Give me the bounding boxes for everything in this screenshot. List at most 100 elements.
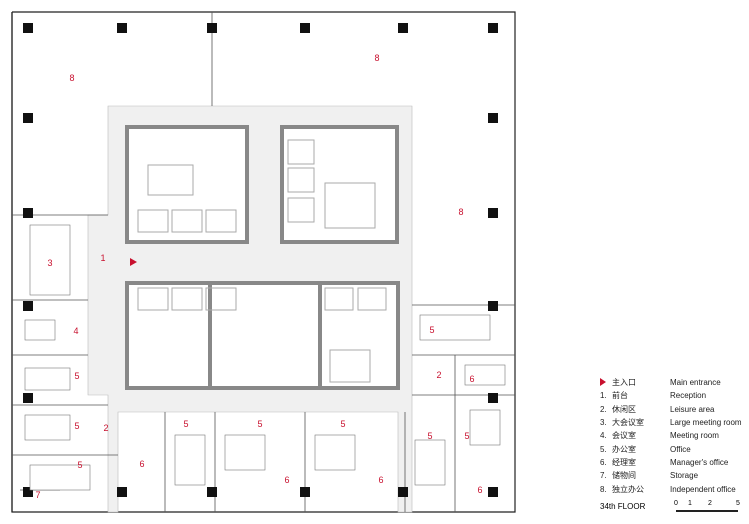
column — [398, 23, 408, 33]
column — [488, 113, 498, 123]
legend-zh: 独立办公 — [612, 484, 644, 494]
desk-group — [29, 224, 71, 296]
column — [117, 487, 127, 497]
legend-num: 7. — [600, 471, 607, 481]
legend-item: 7. 储物间 Storage — [600, 469, 742, 482]
legend-zh: 办公室 — [612, 444, 636, 454]
room-label: 6 — [139, 459, 145, 469]
column — [23, 208, 33, 218]
legend-num: 8. — [600, 484, 607, 494]
legend-en: Main entrance — [670, 378, 721, 388]
legend-num: 2. — [600, 404, 607, 414]
desk-group — [419, 314, 491, 341]
desk-group — [469, 409, 501, 446]
room-label: 6 — [477, 485, 483, 495]
legend-item: 4. 会议室 Meeting room — [600, 429, 742, 442]
legend-zh: 会议室 — [612, 431, 636, 441]
room-label: 5 — [74, 421, 80, 431]
room-label: 8 — [458, 207, 464, 217]
legend-item: 5. 办公室 Office — [600, 442, 742, 455]
desk-group — [29, 464, 91, 491]
room-label: 5 — [429, 325, 435, 335]
room-label: 3 — [47, 258, 53, 268]
scale-tick: 1 — [688, 500, 692, 507]
legend-en: Storage — [670, 471, 699, 481]
column — [300, 487, 310, 497]
furniture — [24, 224, 506, 491]
column — [398, 487, 408, 497]
room-label: 5 — [257, 419, 263, 429]
legend-zh: 大会议室 — [612, 418, 644, 428]
scale-tick: 2 — [708, 500, 712, 507]
column — [207, 23, 217, 33]
legend-en: Office — [670, 444, 691, 454]
scale-tick: 0 — [674, 500, 678, 507]
desk-group — [174, 434, 206, 486]
column — [23, 113, 33, 123]
column — [23, 301, 33, 311]
desk-group — [464, 364, 506, 386]
column — [300, 23, 310, 33]
legend-en: Manager's office — [670, 457, 729, 467]
legend-num: 5. — [600, 444, 607, 454]
desk-group — [314, 434, 356, 471]
column — [488, 301, 498, 311]
legend-num: 6. — [600, 457, 607, 467]
column — [23, 487, 33, 497]
legend-zh: 休闲区 — [612, 404, 636, 414]
room-label: 7 — [35, 490, 41, 500]
column — [207, 487, 217, 497]
legend-en: Independent office — [670, 484, 736, 494]
columns — [23, 23, 498, 497]
column — [488, 23, 498, 33]
scale-line — [676, 510, 738, 512]
legend-num: 4. — [600, 431, 607, 441]
room-label: 8 — [69, 73, 75, 83]
room-label: 2 — [436, 370, 442, 380]
legend-item: 主入口 Main entrance — [600, 376, 742, 389]
legend-zh: 储物间 — [612, 471, 636, 481]
column — [117, 23, 127, 33]
column — [23, 23, 33, 33]
room-label: 6 — [378, 475, 384, 485]
room-label: 5 — [427, 431, 433, 441]
column — [23, 393, 33, 403]
legend-en: Reception — [670, 391, 707, 401]
room-label: 5 — [340, 419, 346, 429]
legend-en: Meeting room — [670, 431, 719, 441]
room-label: 5 — [77, 460, 83, 470]
legend-item: 2. 休闲区 Leisure area — [600, 403, 742, 416]
desk-group — [414, 439, 446, 486]
legend-zh: 经理室 — [612, 457, 636, 467]
column — [488, 208, 498, 218]
floor-title: 34th FLOOR — [600, 502, 646, 511]
desk-group — [224, 434, 266, 471]
scale-tick: 5 — [736, 500, 740, 507]
legend-item: 3. 大会议室 Large meeting room — [600, 416, 742, 429]
room-label: 8 — [374, 53, 380, 63]
legend-item: 1. 前台 Reception — [600, 389, 742, 402]
legend-zh: 前台 — [612, 391, 628, 401]
legend-en: Leisure area — [670, 404, 715, 414]
room-label: 5 — [74, 371, 80, 381]
room-label: 1 — [100, 253, 106, 263]
room-label: 5 — [464, 431, 470, 441]
room-label: 4 — [73, 326, 79, 336]
legend-zh: 主入口 — [612, 378, 636, 388]
room-label: 6 — [469, 374, 475, 384]
legend-num: 1. — [600, 391, 607, 401]
room-label: 5 — [183, 419, 189, 429]
main-entrance-marker — [130, 258, 137, 266]
entrance-icon — [600, 377, 612, 388]
room-label: 6 — [284, 475, 290, 485]
room-label: 2 — [103, 423, 109, 433]
column — [488, 393, 498, 403]
legend-num: 3. — [600, 418, 607, 428]
desk-group — [24, 414, 71, 441]
desk-group — [24, 367, 71, 391]
core — [125, 125, 400, 390]
legend: 主入口 Main entrance 1. 前台 Reception 2. 休闲区 Leisur… — [600, 376, 742, 496]
legend-en: Large meeting room — [670, 418, 742, 428]
